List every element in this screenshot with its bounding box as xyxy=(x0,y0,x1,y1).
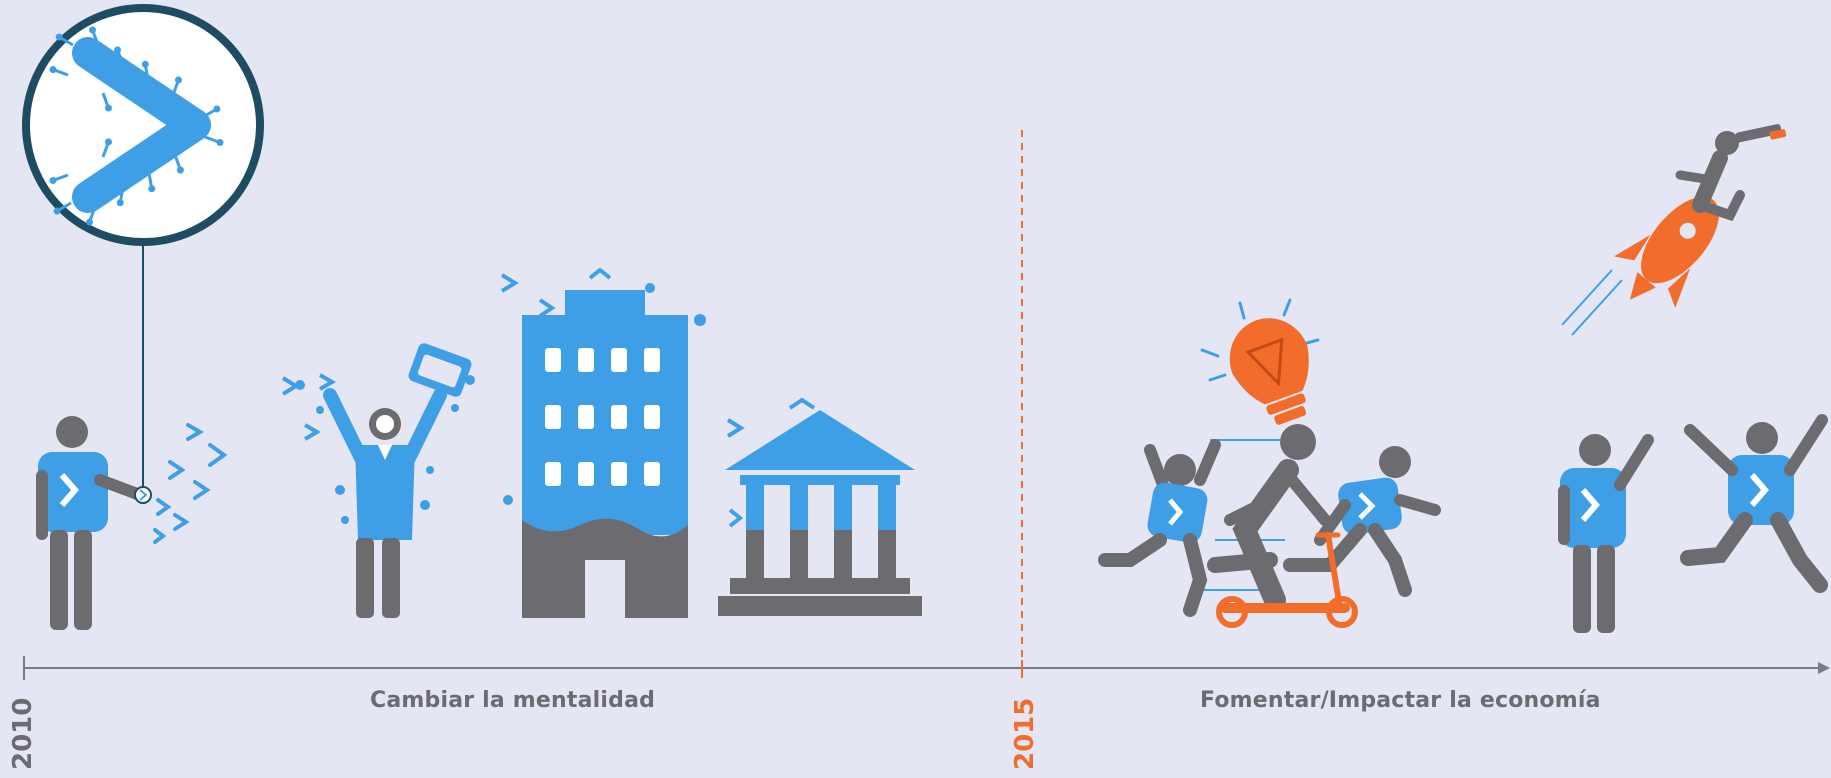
waving-person-icon xyxy=(1558,434,1654,633)
bank-building-icon xyxy=(718,397,922,616)
year-2010-label: 2010 xyxy=(8,697,38,770)
telescope-person-icon xyxy=(1675,124,1787,222)
scooter-icon xyxy=(1216,532,1358,628)
timeline-axis xyxy=(23,656,1830,680)
virus-icon xyxy=(22,4,264,490)
jumping-person-icon xyxy=(1680,414,1828,593)
phase-1-label: Cambiar la mentalidad xyxy=(370,688,656,713)
year-2015-label: 2015 xyxy=(1010,697,1040,770)
rocket-icon xyxy=(1561,196,1719,336)
running-people-icon xyxy=(1098,424,1441,617)
phase-2-label: Fomentar/Impactar la economía xyxy=(1200,688,1601,713)
axis-arrow-icon xyxy=(1818,662,1830,674)
office-building-icon xyxy=(500,267,706,618)
cheering-businessman-icon xyxy=(281,343,475,618)
lightbulb-icon xyxy=(1200,298,1320,425)
person-spreading-icon xyxy=(36,416,228,630)
